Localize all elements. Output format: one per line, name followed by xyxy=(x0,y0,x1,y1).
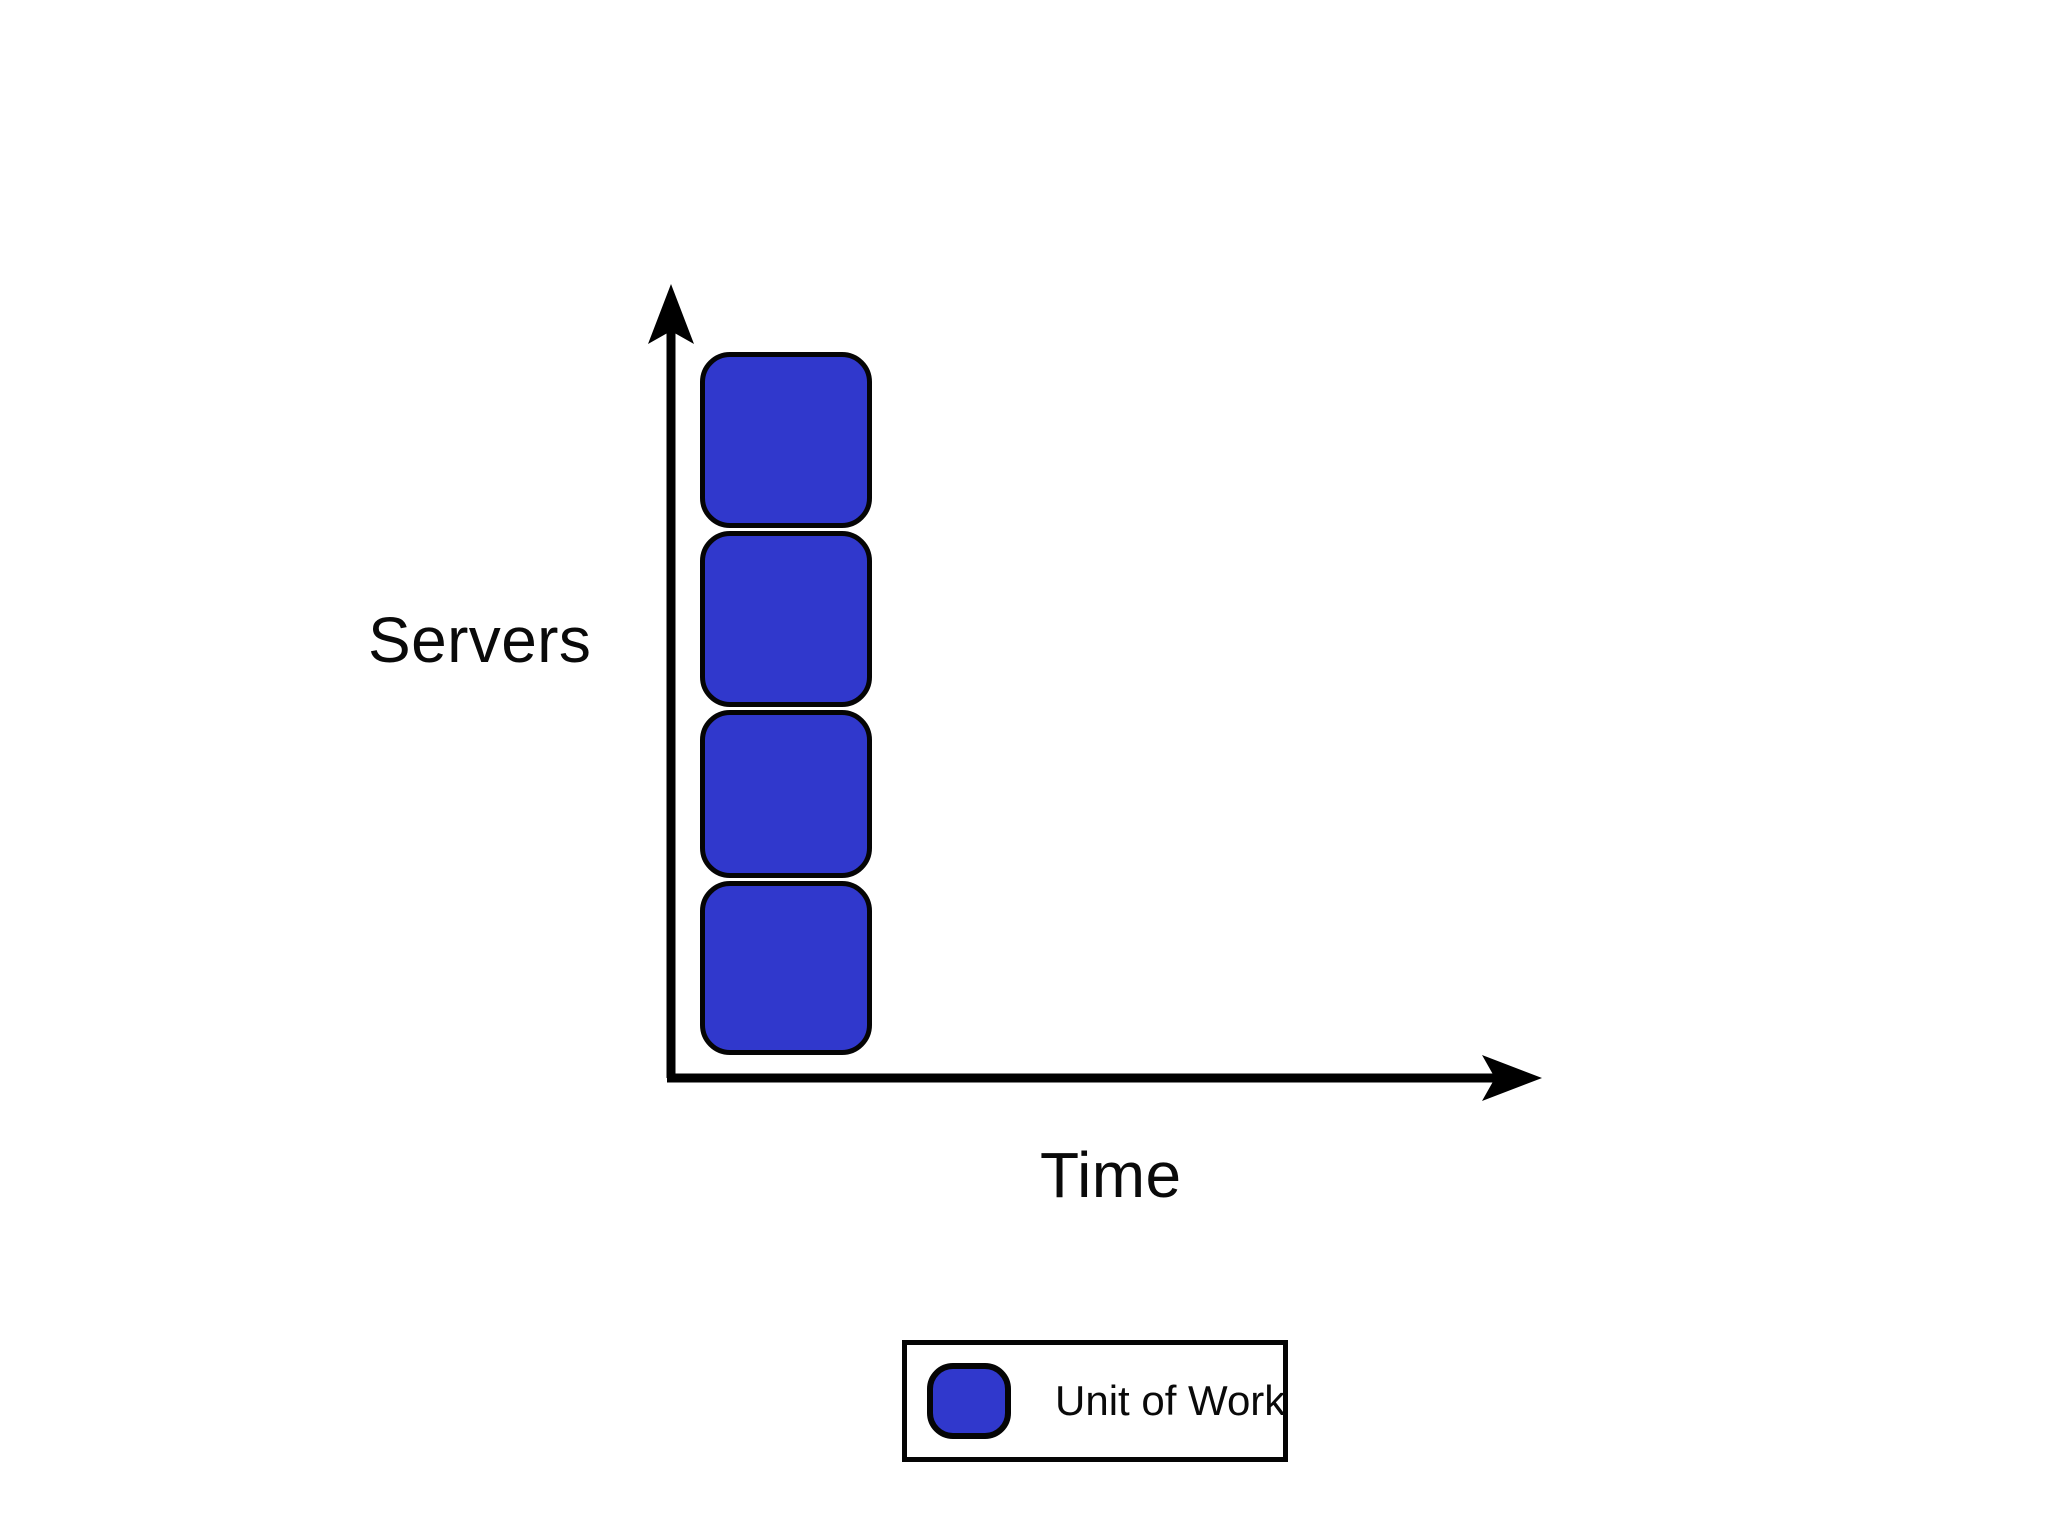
legend-swatch-unit-of-work xyxy=(927,1363,1011,1439)
arrow-up-icon xyxy=(648,284,694,344)
unit-of-work-block[interactable] xyxy=(700,352,872,528)
unit-of-work-block[interactable] xyxy=(700,531,872,707)
unit-of-work-block[interactable] xyxy=(700,710,872,878)
x-axis-label: Time xyxy=(1040,1139,1182,1211)
y-axis-label: Servers xyxy=(368,604,592,676)
unit-of-work-stack xyxy=(700,352,872,1055)
legend-box: Unit of Work xyxy=(902,1340,1288,1462)
legend-label-unit-of-work: Unit of Work xyxy=(1055,1377,1286,1424)
unit-of-work-block[interactable] xyxy=(700,881,872,1055)
arrow-right-icon xyxy=(1482,1055,1542,1101)
